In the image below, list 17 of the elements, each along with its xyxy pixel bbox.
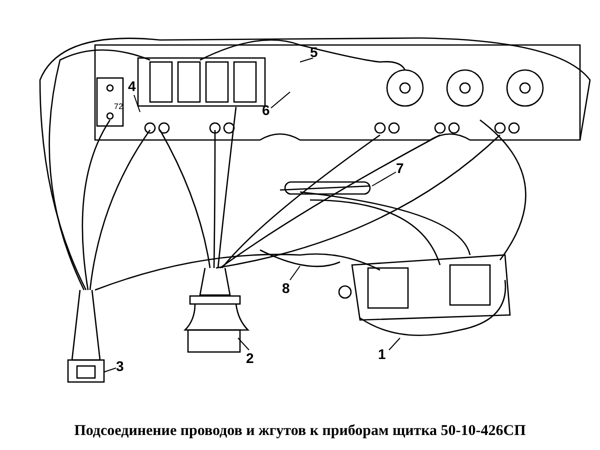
caption: Подсоединение проводов и жгутов к приборам щитка 50-10-426СП [73,423,527,440]
callout-number: 8 [282,280,290,296]
leader-line [104,368,116,372]
wire-number: 72 [114,102,123,111]
leader-line [300,58,314,62]
callout-number: 6 [262,102,270,118]
leader-line [134,94,140,112]
leader-line [290,266,300,280]
leader-line [238,338,250,350]
callout-number: 1 [378,346,386,362]
callout-number: 3 [116,358,124,374]
leader-line [388,338,400,350]
leader-line [372,172,396,186]
leader-line [270,92,290,108]
callout-number: 4 [128,78,136,94]
callout-number: 2 [246,350,254,366]
callout-number: 7 [396,160,404,176]
